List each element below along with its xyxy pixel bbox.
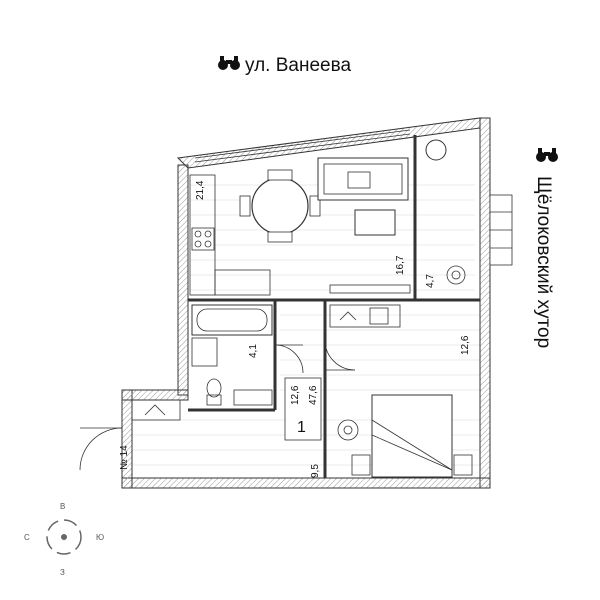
- street-right: Щёлоковский хутор: [533, 148, 558, 348]
- binoculars-icon: [536, 148, 558, 162]
- bedroom-area-label: 12,6: [460, 335, 471, 355]
- compass-east: Ю: [96, 533, 104, 542]
- living-area-label: 16,7: [395, 255, 406, 275]
- rooms-count: 1: [297, 419, 306, 436]
- sink: [233, 389, 273, 406]
- bathroom-door: [274, 344, 304, 374]
- bedroom-wardrobe: [329, 304, 401, 328]
- living-area-value: 12,6: [290, 385, 301, 405]
- bed: [351, 394, 473, 478]
- interior-walls: [188, 135, 480, 478]
- balcony-area-label: 4,7: [425, 274, 436, 288]
- hall-area-label: 9,5: [310, 464, 321, 478]
- compass: В Ю З С: [24, 502, 104, 577]
- compass-south: З: [60, 568, 65, 577]
- hall-wardrobe: [131, 399, 181, 421]
- bedroom-shelf: [369, 307, 389, 325]
- bathtub: [191, 304, 273, 336]
- dining-table: [239, 169, 321, 243]
- hanger-icon: [144, 404, 166, 416]
- compass-north: В: [60, 502, 65, 511]
- kitchen-area-label: 21,4: [195, 180, 206, 200]
- plant-icon: [446, 265, 466, 285]
- bedroom-door: [324, 339, 356, 371]
- washing-machine: [191, 337, 218, 367]
- kitchen-counter: [189, 174, 271, 296]
- plant-icon: [337, 419, 359, 441]
- street-top-label: ул. Ванеева: [245, 55, 351, 76]
- binoculars-icon: [218, 56, 240, 70]
- street-top: ул. Ванеева: [218, 55, 351, 76]
- compass-west: С: [24, 533, 30, 542]
- entrance-number: № 14: [119, 445, 130, 470]
- apartment-info: 12,6 47,6 1: [284, 377, 322, 441]
- street-right-label: Щёлоковский хутор: [533, 176, 554, 348]
- tv-unit: [329, 284, 411, 294]
- balcony-chair: [425, 139, 447, 161]
- window-top: [194, 129, 411, 163]
- total-area-value: 47,6: [308, 385, 319, 405]
- window-right: [489, 194, 513, 266]
- bathroom-area-label: 4,1: [248, 344, 259, 358]
- hanger-icon: [339, 311, 357, 321]
- entrance-door[interactable]: [79, 427, 123, 471]
- toilet-icon: [206, 378, 222, 406]
- stove-icon: [191, 227, 215, 251]
- sofa: [317, 157, 409, 201]
- coffee-table: [354, 209, 396, 236]
